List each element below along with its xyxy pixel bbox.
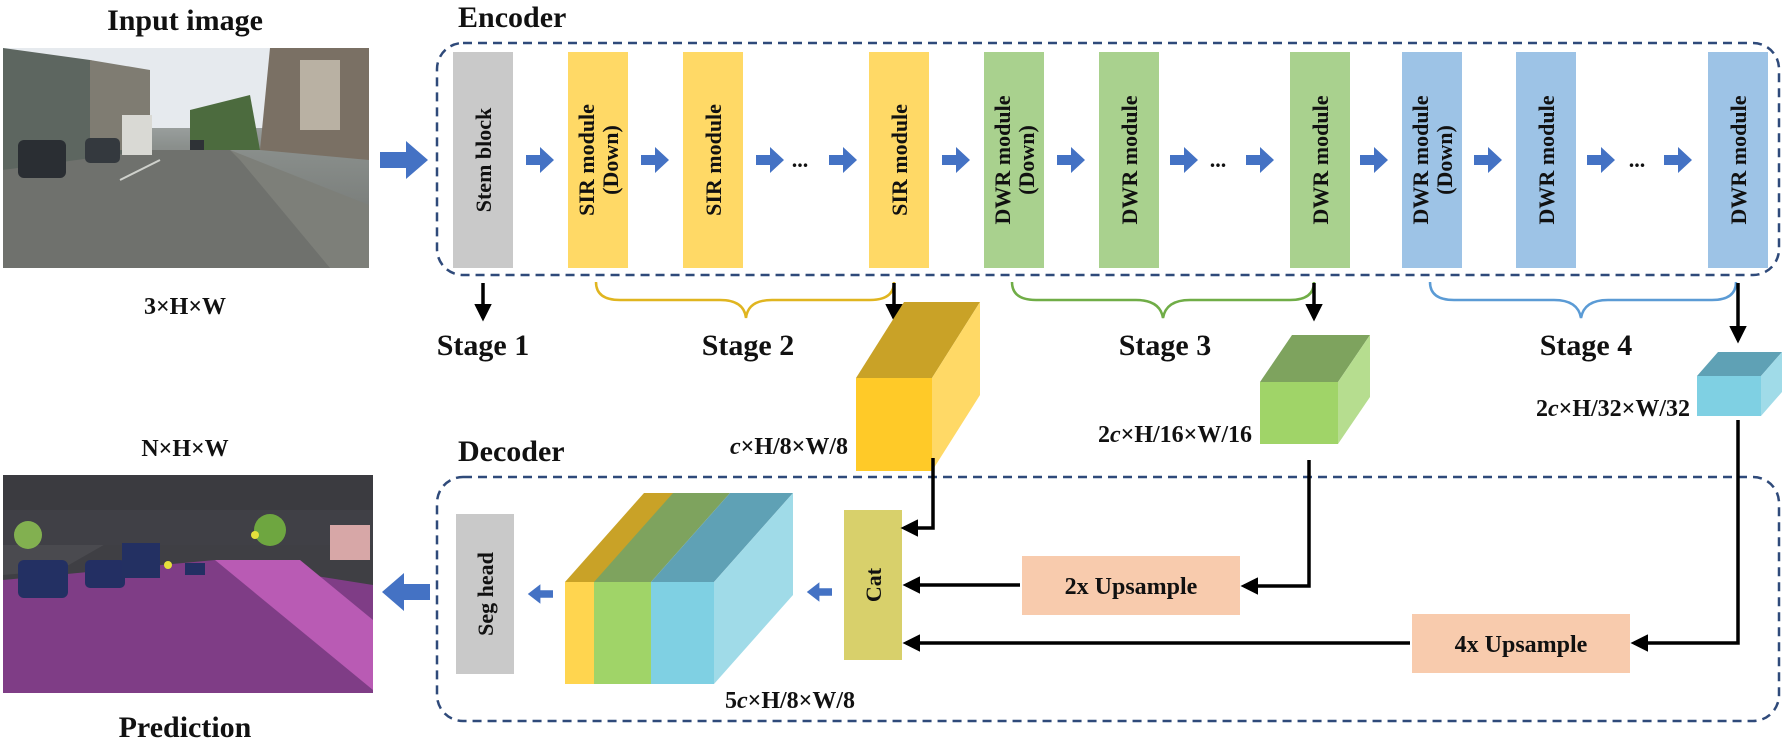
stage4-ellipsis: ... <box>1629 147 1646 172</box>
stage2-to-cat-arrow <box>900 458 935 537</box>
concat-feature-cube <box>565 493 793 684</box>
arrow-sir-2 <box>756 147 784 173</box>
decoder-container <box>435 475 1781 723</box>
arrow-dwr3-dwr4 <box>1360 147 1388 173</box>
sir-module-last-label: SIR module <box>887 104 912 216</box>
stage1-label: Stage 1 <box>437 329 530 362</box>
cat-block <box>844 510 902 660</box>
arrow-sir-dwr <box>942 147 970 173</box>
sir-module-label: SIR module <box>701 104 726 216</box>
arrow-dwr4-3 <box>1664 147 1692 173</box>
sir-module-down-label: SIR module <box>574 104 599 216</box>
stage3-dims: 2c×H/16×W/16 <box>1098 422 1252 448</box>
encoder-container <box>435 41 1781 277</box>
dwr3-module-down <box>984 52 1044 268</box>
input-image <box>3 48 369 268</box>
stage3-to-upsample-arrow <box>1240 460 1311 595</box>
seg-head-block <box>456 514 514 674</box>
cat-to-concat-arrow <box>806 582 832 602</box>
dwr4-module-down <box>1402 52 1462 268</box>
stage2-dims: c×H/8×W/8 <box>730 434 848 460</box>
arrow-sir-1 <box>641 147 669 173</box>
arrow-stem-sir <box>526 147 554 173</box>
dwr3-module-last <box>1290 52 1350 268</box>
sir-module-down <box>568 52 628 268</box>
concat-dims: 5c×H/8×W/8 <box>725 688 855 714</box>
stage2-feature-cube <box>856 302 980 471</box>
stage2-ellipsis: ... <box>792 147 809 172</box>
stage4-brace <box>1428 281 1738 319</box>
arrow-dwr4-1 <box>1474 147 1502 173</box>
arrow-dwr4-2 <box>1587 147 1615 173</box>
sir-module-down-sublabel: (Down) <box>598 125 623 195</box>
stage2-label: Stage 2 <box>702 329 795 362</box>
stage4-feature-cube <box>1697 352 1782 416</box>
stage2-brace <box>594 281 896 319</box>
encoder-title: Encoder <box>458 1 566 34</box>
prediction-title: Prediction <box>119 711 252 742</box>
decoder-to-prediction-arrow <box>382 573 430 611</box>
stage3-ellipsis: ... <box>1210 147 1227 172</box>
decoder-title: Decoder <box>458 435 565 468</box>
stage3-brace <box>1010 281 1316 319</box>
dwr4-module-down-label: DWR module <box>1408 95 1433 224</box>
output-dims: N×H×W <box>141 436 228 462</box>
stage3-feature-cube <box>1260 335 1370 444</box>
arrow-sir-3 <box>829 147 857 173</box>
arrow-dwr3-2 <box>1170 147 1198 173</box>
cat-label: Cat <box>861 567 886 602</box>
stage3-label: Stage 3 <box>1119 329 1212 362</box>
dwr4-module-down-sublabel: (Down) <box>1432 125 1457 195</box>
arrow-dwr3-1 <box>1057 147 1085 173</box>
sir-module <box>683 52 743 268</box>
dwr3-module-label: DWR module <box>1117 95 1142 224</box>
upsample-4x-label: 4x Upsample <box>1455 632 1588 658</box>
stage4-to-upsample-arrow <box>1630 420 1740 652</box>
prediction-image <box>3 475 373 693</box>
dwr4-module-last <box>1708 52 1768 268</box>
dwr4-module-last-label: DWR module <box>1726 95 1751 224</box>
stage4-dims: 2c×H/32×W/32 <box>1536 396 1690 422</box>
stem-block-label: Stem block <box>471 107 496 212</box>
concat-to-seghead-arrow <box>527 584 553 604</box>
dwr3-module <box>1099 52 1159 268</box>
dwr3-module-last-label: DWR module <box>1308 95 1333 224</box>
stage4-label: Stage 4 <box>1540 329 1633 362</box>
arrow-dwr3-3 <box>1246 147 1274 173</box>
input-image-title: Input image <box>107 4 263 37</box>
seg-head-label: Seg head <box>473 552 498 636</box>
dwr3-module-down-label: DWR module <box>990 95 1015 224</box>
upsample-2x-label: 2x Upsample <box>1065 574 1198 600</box>
upsample-4x-block <box>1412 614 1630 673</box>
dwr4-module <box>1516 52 1576 268</box>
input-to-encoder-arrow <box>380 141 428 179</box>
dwr4-module-label: DWR module <box>1534 95 1559 224</box>
upsample-2x-block <box>1022 556 1240 615</box>
sir-module-last <box>869 52 929 268</box>
stem-block <box>453 52 513 268</box>
input-dims: 3×H×W <box>144 294 226 320</box>
dwr3-module-down-sublabel: (Down) <box>1014 125 1039 195</box>
